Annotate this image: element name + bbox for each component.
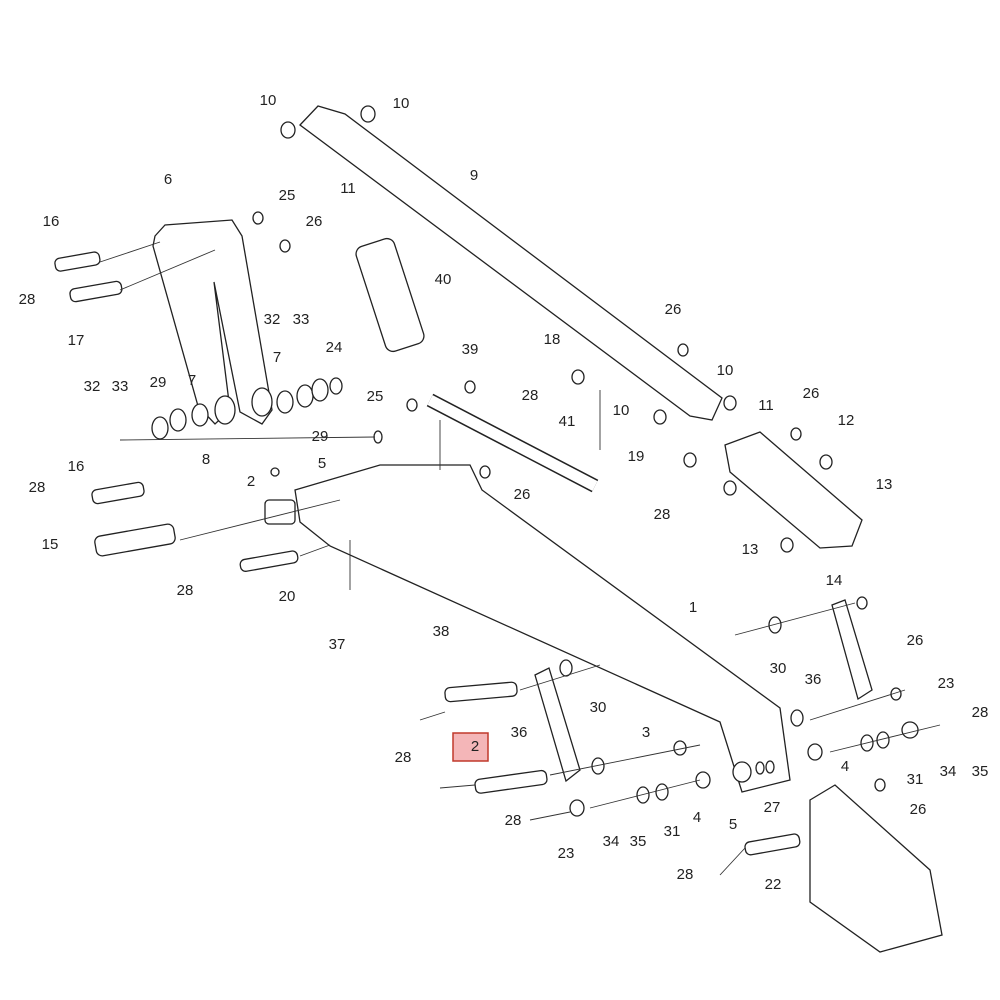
callout-label-36: 36 (511, 724, 528, 741)
callout-label-28: 28 (395, 749, 412, 766)
callout-label-3: 3 (642, 724, 650, 741)
callout-label-32: 32 (84, 378, 101, 395)
assembly-lines (99, 241, 941, 876)
callout-label-13: 13 (876, 476, 893, 493)
callout-label-7: 7 (273, 349, 281, 366)
callout-label-29: 29 (312, 428, 329, 445)
callout-label-35: 35 (972, 763, 989, 780)
callout-label-2: 2 (247, 473, 255, 490)
callout-label-24: 24 (326, 339, 343, 356)
callout-label-16: 16 (68, 458, 85, 475)
callout-label-28: 28 (972, 704, 989, 721)
callout-label-28: 28 (654, 506, 671, 523)
part-36-link-left (534, 667, 581, 783)
callout-label-36: 36 (805, 671, 822, 688)
callout-label-26: 26 (907, 632, 924, 649)
callout-label-40: 40 (435, 271, 452, 288)
callout-label-6: 6 (164, 171, 172, 188)
callout-label-31: 31 (907, 771, 924, 788)
callout-label-12: 12 (838, 412, 855, 429)
callout-label-25: 25 (279, 187, 296, 204)
part-16-pin-top (54, 251, 101, 272)
callout-label-5: 5 (729, 816, 737, 833)
callout-label-11: 11 (340, 180, 356, 197)
callout-label-29: 29 (150, 374, 167, 391)
callout-label-23: 23 (938, 675, 955, 692)
callout-label-23: 23 (558, 845, 575, 862)
part-16-pin (91, 481, 145, 505)
part-2-bushing (264, 499, 296, 525)
part-22-frame (809, 784, 943, 953)
callout-label-8: 8 (202, 451, 210, 468)
callout-label-14: 14 (826, 572, 843, 589)
callout-label-22: 22 (765, 876, 782, 893)
part-12-bracket (724, 431, 863, 549)
callout-label-37: 37 (329, 636, 346, 653)
callout-label-16: 16 (43, 213, 60, 230)
callout-label-27: 27 (764, 799, 781, 816)
callout-label-26: 26 (803, 385, 820, 402)
callout-label-28: 28 (19, 291, 36, 308)
callout-label-34: 34 (603, 833, 620, 850)
part-20-pin (239, 550, 299, 572)
callout-label-15: 15 (42, 536, 59, 553)
callout-label-31: 31 (664, 823, 681, 840)
callout-label-11: 11 (758, 397, 774, 414)
callout-label-4: 4 (841, 758, 849, 775)
part-2-pin-upper (444, 681, 518, 703)
callout-label-34: 34 (940, 763, 957, 780)
part-2-pin-lower (474, 769, 548, 794)
callout-label-26: 26 (514, 486, 531, 503)
highlight-box-part-2[interactable] (452, 732, 489, 762)
callout-label-28: 28 (677, 866, 694, 883)
callout-label-38: 38 (433, 623, 450, 640)
callout-label-32: 32 (264, 311, 281, 328)
callout-label-26: 26 (665, 301, 682, 318)
callout-label-28: 28 (29, 479, 46, 496)
part-36-link-right (831, 599, 873, 701)
callout-label-10: 10 (717, 362, 734, 379)
callout-label-9: 9 (470, 167, 478, 184)
callout-label-18: 18 (544, 331, 561, 348)
callout-label-41: 41 (559, 413, 576, 430)
callout-label-1: 1 (689, 599, 697, 616)
part-40-cylinder (355, 237, 425, 353)
parts-drawing (54, 105, 943, 953)
highlighted-callout-label[interactable]: 2 (471, 738, 479, 755)
part-41-cylinder (427, 395, 598, 491)
callout-label-17: 17 (68, 332, 85, 349)
part-9-top-link (299, 105, 723, 421)
callout-label-33: 33 (293, 311, 310, 328)
callout-label-19: 19 (628, 448, 645, 465)
callout-label-39: 39 (462, 341, 479, 358)
part-15-pin (94, 523, 176, 557)
callout-label-5: 5 (318, 455, 326, 472)
washers (151, 105, 919, 817)
callout-label-7: 7 (188, 372, 196, 389)
callout-label-35: 35 (630, 833, 647, 850)
callout-label-28: 28 (522, 387, 539, 404)
part-22-pin (744, 833, 801, 856)
callout-label-4: 4 (693, 809, 701, 826)
callout-label-13: 13 (742, 541, 759, 558)
callout-label-10: 10 (260, 92, 277, 109)
callout-label-10: 10 (613, 402, 630, 419)
callout-label-25: 25 (367, 388, 384, 405)
callout-label-30: 30 (770, 660, 787, 677)
callout-label-28: 28 (177, 582, 194, 599)
callout-label-20: 20 (279, 588, 296, 605)
callout-label-26: 26 (910, 801, 927, 818)
callout-label-26: 26 (306, 213, 323, 230)
callout-label-33: 33 (112, 378, 129, 395)
part-1-main-arm (294, 464, 791, 793)
part-17-pin (69, 280, 123, 303)
callout-label-28: 28 (505, 812, 522, 829)
callout-label-30: 30 (590, 699, 607, 716)
callout-label-10: 10 (393, 95, 410, 112)
